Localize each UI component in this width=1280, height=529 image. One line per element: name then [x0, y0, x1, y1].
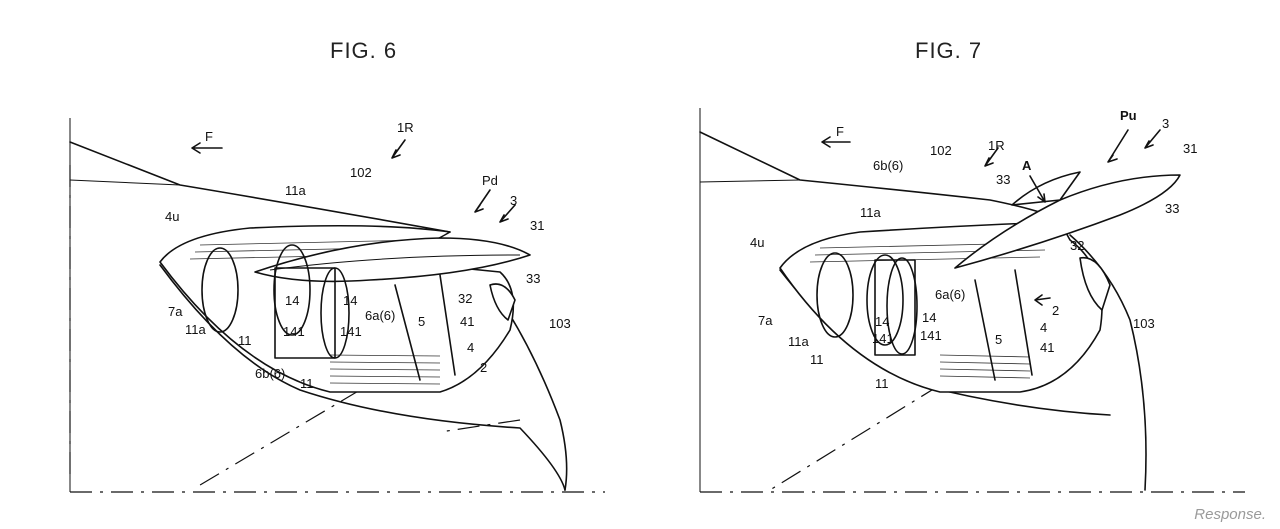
fig7-ring-1: [816, 252, 854, 338]
fig6-lower-curve: [159, 264, 566, 491]
fig6-label-31: 31: [530, 218, 544, 233]
fig6-arrow-1r: [391, 139, 406, 159]
fig6-label-11-b: 11: [300, 376, 314, 391]
fig6-ring-2: [273, 244, 311, 336]
fig7-rear-curve: [1069, 234, 1147, 491]
fig7-label-103: 103: [1133, 316, 1155, 331]
fig6-label-6a6: 6a(6): [365, 308, 395, 323]
fig7-label-6a6: 6a(6): [935, 287, 965, 302]
fig7-label-11-b: 11: [875, 376, 889, 391]
fig6-label-14-a: 14: [285, 293, 299, 308]
fig6-label-5: 5: [418, 314, 425, 329]
fig7-label-11a-low: 11a: [788, 334, 809, 349]
fig6-label-141-a: 141: [283, 324, 305, 339]
fig7-arrow-a: [1029, 175, 1046, 203]
fig6-label-4u: 4u: [165, 209, 179, 224]
fig7-label-pu: Pu: [1120, 108, 1137, 123]
fig6-label-11a-low: 11a: [185, 322, 206, 337]
fig6-label-14-b: 14: [343, 293, 357, 308]
fig6-body-line: [69, 141, 451, 233]
fig6-dash-small: [439, 419, 521, 433]
fig7-label-7a: 7a: [758, 313, 773, 328]
fig7-label-2: 2: [1052, 303, 1059, 318]
fig7-label-14-a: 14: [875, 314, 889, 329]
fig7-label-141-a: 141: [872, 331, 894, 346]
fig6-label-3: 3: [510, 193, 517, 208]
fig7-drum: [874, 259, 916, 356]
fig6-dash-diag: [199, 389, 361, 486]
fig6-label-4: 4: [467, 340, 474, 355]
fig7-label-31: 31: [1183, 141, 1197, 156]
fig6-arrow-f: [191, 142, 223, 154]
fig7-wing-support: [1011, 171, 1081, 206]
fig7-label-102: 102: [930, 143, 952, 158]
fig6-label-32: 32: [458, 291, 472, 306]
fig6-body-line-2: [69, 179, 181, 186]
fig6-label-f: F: [205, 129, 213, 144]
fig7-body-line-2: [699, 179, 801, 183]
fig6-wing: [254, 237, 531, 283]
fig7-strut: [974, 269, 1033, 381]
fig6-drum: [274, 267, 336, 359]
fig6-label-pd: Pd: [482, 173, 498, 188]
fig7-arrow-pu: [1107, 129, 1129, 163]
fig6-drawing: F 1R 102 11a 4u Pd 3 31 33 32 14 14 141 …: [69, 118, 605, 493]
fig7-label-33-a: 33: [996, 172, 1010, 187]
fig6-label-7a: 7a: [168, 304, 183, 319]
fig7-label-1r: 1R: [988, 138, 1005, 153]
fig7-label-32: 32: [1070, 238, 1084, 253]
fig6-label-11a-top: 11a: [285, 183, 306, 198]
fig6-label-103: 103: [549, 316, 571, 331]
fig6-label-6b6: 6b(6): [255, 366, 285, 381]
fig7-label-11-a: 11: [810, 352, 824, 367]
fig6-label-11-a: 11: [238, 333, 252, 348]
fig7-label-4: 4: [1040, 320, 1047, 335]
fig6-wing-chord: [269, 254, 521, 271]
fig7-dash-diag: [769, 384, 941, 491]
fig7-drawing: F 1R 102 6b(6) Pu 3 31 A 33 33 11a 4u 32…: [699, 108, 1245, 493]
fig6-label-33: 33: [526, 271, 540, 286]
fig7-arrow-f: [821, 136, 851, 148]
fig7-label-6b6: 6b(6): [873, 158, 903, 173]
fig7-mirror: [1079, 256, 1111, 311]
fig6-ring-1: [201, 247, 239, 333]
fig7-label-3: 3: [1162, 116, 1169, 131]
fig6-strut: [394, 274, 456, 381]
fig6-arrow-3: [499, 204, 516, 223]
fig7-drum-end: [886, 257, 918, 355]
fig6-label-102: 102: [350, 165, 372, 180]
fig7-label-14-b: 14: [922, 310, 936, 325]
fig7-label-11a-top: 11a: [860, 205, 881, 220]
fig6-label-41: 41: [460, 314, 474, 329]
fig6-arrow-pd: [474, 189, 491, 213]
fig7-arrow-3: [1144, 129, 1161, 149]
fig7-label-f: F: [836, 124, 844, 139]
fig7-label-a: A: [1022, 158, 1032, 173]
fig7-label-33-b: 33: [1165, 201, 1179, 216]
fig6-mirror: [489, 283, 516, 321]
fig7-wing: [954, 174, 1181, 269]
fig6-label-2: 2: [480, 360, 487, 375]
fig7-title: FIG. 7: [915, 38, 983, 63]
fig7-label-5: 5: [995, 332, 1002, 347]
fig6-label-141-b: 141: [340, 324, 362, 339]
fig6-title: FIG. 6: [330, 38, 398, 63]
fig7-label-4u: 4u: [750, 235, 764, 250]
response-watermark: Response.: [1194, 506, 1266, 523]
fig7-arrow-1r: [984, 147, 999, 167]
fig6-label-1r: 1R: [397, 120, 414, 135]
fig7-label-41: 41: [1040, 340, 1054, 355]
fig7-arrow-2: [1034, 294, 1051, 306]
fig6-drum-end: [320, 267, 350, 359]
fig7-ring-2: [866, 254, 904, 346]
fig7-label-141-b: 141: [920, 328, 942, 343]
